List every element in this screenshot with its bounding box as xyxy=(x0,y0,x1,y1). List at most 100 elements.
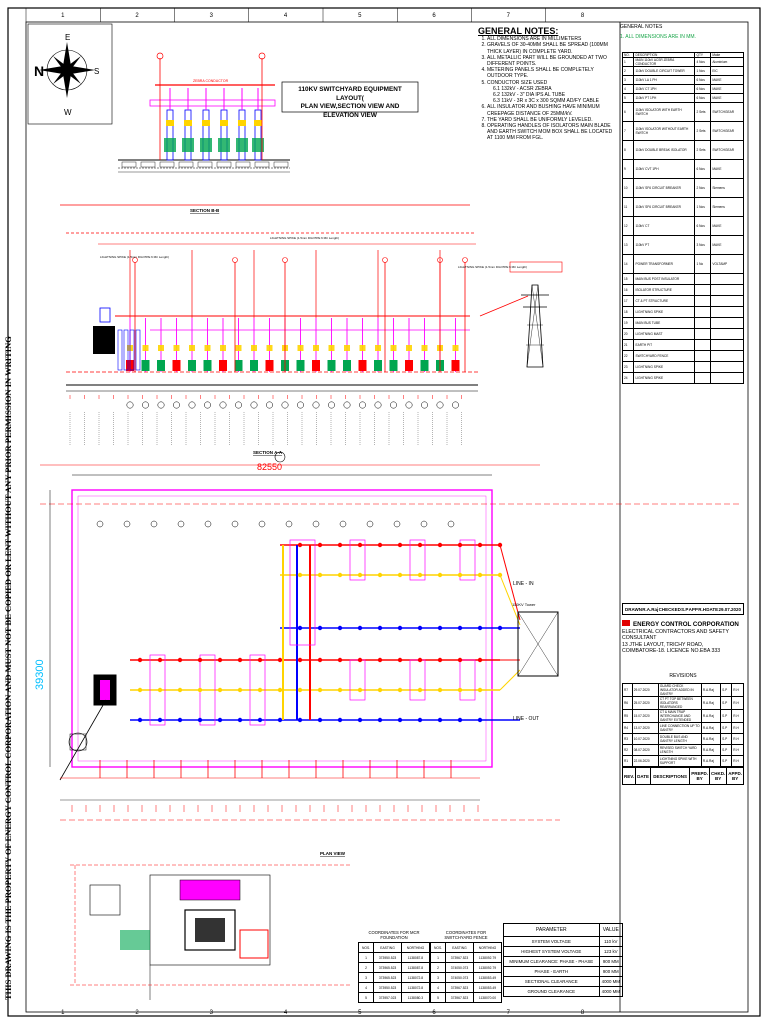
eq-no: 18 xyxy=(621,306,635,318)
eq-description: ISOLATOR STRUCTURE xyxy=(633,284,696,296)
eq-qty: 1 No xyxy=(694,254,712,274)
eq-no: 6 xyxy=(621,102,635,122)
eq-make: Siemens xyxy=(710,197,744,217)
eq-make xyxy=(710,350,744,362)
rev-prepd: R.A.Raj xyxy=(700,755,722,767)
company-line4: COIMBATORE-18. LICENCE NO.EBA 333 xyxy=(622,648,721,654)
eq-make xyxy=(710,273,744,285)
rev-appd: R.H xyxy=(731,722,744,734)
param-header-row: PARAMETER VALUE xyxy=(503,923,624,937)
eq-description: 110kV SF6 CIRCUIT BREAKER xyxy=(633,197,696,217)
fence-header-row: NOS. EASTING NORTHING xyxy=(429,942,503,953)
note-item-text: CONDUCTOR SIZE USED xyxy=(487,79,548,86)
line-out-label: LINE - OUT xyxy=(513,716,539,722)
coord-northing: 1138072.8 xyxy=(400,972,431,983)
note-item: GRAVELS OF 30-40MM SHALL BE SPREAD (100M… xyxy=(487,42,618,54)
grid-col-label: 3 xyxy=(210,1010,214,1016)
inner-border xyxy=(25,21,749,1013)
param-name: SYSTEM VOLTAGE xyxy=(503,936,600,947)
note-item: ALL DIMENSIONS ARE IN MILLIMETERS xyxy=(487,36,618,42)
fence-title-row: COORDINATES FOR SWITCHYARD FENCE xyxy=(431,928,502,943)
eq-qty: 2 Nos xyxy=(694,178,712,198)
grid-col-label: 4 xyxy=(284,13,288,19)
eq-description: 110kV DOUBLE CIRCUIT TOWER xyxy=(633,66,696,76)
grid-col-label: 5 xyxy=(358,13,362,19)
coord-nos: 4 xyxy=(429,982,447,993)
rev-head-prepd: PREPD. BY xyxy=(689,767,710,785)
coord-northing: 1138053.49 xyxy=(472,972,503,983)
eq-make: Aluminium xyxy=(710,57,744,67)
eq-make: MAKE xyxy=(710,84,744,94)
rev-chkd: S.P xyxy=(720,709,733,723)
coord-northing: 1138080.3 xyxy=(400,992,431,1003)
grid-col-label: 5 xyxy=(358,1010,362,1016)
eq-qty: 6 Nos xyxy=(694,75,712,85)
rev-head-rev: REV. xyxy=(621,767,637,785)
app-by: R.H xyxy=(698,606,706,612)
right-panel-header: GENERAL NOTES 1. ALL DIMENSIONS ARE IN M… xyxy=(620,24,747,40)
mcr-header-row: NOS. EASTING NORTHING xyxy=(357,942,431,953)
param-value: 900 MM xyxy=(598,966,624,977)
spike-label-1: LIGHTNING SPIKE (1.5mm DIA PIPE 6 Mtr Le… xyxy=(100,255,169,259)
grid-col-label: 3 xyxy=(210,13,214,19)
general-notes-heading: GENERAL NOTES: xyxy=(478,26,559,36)
conductor-item: 6.2 132kV - 3" DIA IPS AL TUBE xyxy=(493,92,566,99)
grid-col-label: 1 xyxy=(61,1010,65,1016)
eq-qty: 3 Nos xyxy=(694,235,712,255)
coord-easting: 373967.523 xyxy=(445,982,474,993)
eq-description: 110kV CT xyxy=(633,216,696,236)
eq-qty xyxy=(694,361,712,373)
coord-nos: 3 xyxy=(429,972,447,983)
param-name: SECTIONAL CLEARANCE xyxy=(503,976,600,987)
eq-no: 21 xyxy=(621,339,635,351)
company-logo xyxy=(622,620,630,626)
rev-appd: R.H xyxy=(731,733,744,745)
revisions-header: REV. DATE DESCRIPTIONS PREPD. BY CHKD. B… xyxy=(621,767,744,785)
grid-col-label: 4 xyxy=(284,1010,288,1016)
eq-no: 2 xyxy=(621,66,635,76)
grid-col-label: 8 xyxy=(581,13,585,19)
compass-rose xyxy=(39,42,95,98)
eq-no: 3 xyxy=(621,75,635,85)
rev-description: CT PT TOP BETWEEN ISOLATORS REARRANGED xyxy=(657,696,702,710)
vertical-dimension: 39300 xyxy=(34,659,46,690)
section-a-label: SECTION A-A xyxy=(253,450,283,455)
eq-make xyxy=(710,328,744,340)
fence-coordinates-table: COORDINATES FOR SWITCHYARD FENCE NOS. EA… xyxy=(429,928,503,1003)
eq-description: 110kV SF6 CIRCUIT BREAKER xyxy=(633,178,696,198)
eq-make: MAKE xyxy=(710,216,744,236)
eq-no: 7 xyxy=(621,121,635,141)
note-item: METERING PANELS SHALL BE COMPLETELY OUTD… xyxy=(487,67,618,79)
section-b-b-view: ZEBRA CONDUCTOR SECTION B-B xyxy=(60,52,470,213)
eq-description: 110kV CVT 1PH xyxy=(633,159,696,179)
eq-qty xyxy=(694,295,712,307)
company-line2: ELECTRICAL CONTRACTORS AND SAFETY CONSUL… xyxy=(622,628,729,642)
rev-no: R2 xyxy=(622,744,633,756)
coord-easting: 373957.023 xyxy=(373,992,402,1003)
rev-date: 08.07.2020 xyxy=(631,744,659,756)
checked-label: CHECKED xyxy=(658,606,681,612)
rev-chkd: S.P xyxy=(720,744,733,756)
company-name-row: ENERGY CONTROL CORPORATION xyxy=(622,620,744,629)
eq-description: 110kV ISOLATOR WITHOUT EARTH SWITCH xyxy=(633,121,696,141)
conductor-item: 6.3 11kV - 3R x 3C x 300 SQMM AD/FY CABL… xyxy=(493,98,599,105)
company-name: ENERGY CONTROL CORPORATION xyxy=(633,621,739,628)
eq-make: SWITCHGEAR xyxy=(710,140,744,160)
eq-qty xyxy=(694,317,712,329)
rev-no: R4 xyxy=(622,722,633,734)
rev-appd: R.H xyxy=(731,683,744,697)
control-room-layout xyxy=(70,864,350,1000)
